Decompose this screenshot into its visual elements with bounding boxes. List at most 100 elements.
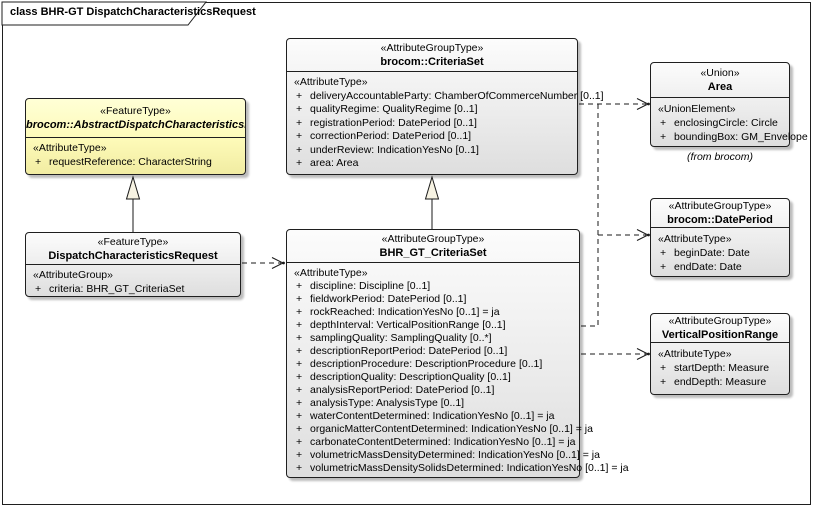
attribute-row: + organicMatterContentDetermined: Indicat… (294, 423, 593, 436)
class-box-brocom-criteriaset[interactable]: «AttributeGroupType» brocom::CriteriaSet… (286, 38, 604, 175)
class-name: Area (707, 81, 733, 93)
visibility-marker: + (296, 306, 303, 318)
section-label: «AttributeGroup» (33, 269, 113, 281)
section-label: «AttributeType» (658, 348, 732, 360)
attribute-text: fieldworkPeriod: DatePeriod [0..1] (310, 293, 467, 305)
visibility-marker: + (296, 410, 303, 422)
attribute-compartment: «UnionElement» +enclosingCircle: Circle … (651, 98, 808, 144)
stereotype-label: «AttributeGroupType» (380, 42, 484, 54)
attribute-text: qualityRegime: QualityRegime [0..1] (310, 103, 478, 115)
stereotype-label: «AttributeGroupType» (668, 200, 772, 212)
attribute-row: +criteria: BHR_GT_CriteriaSet (33, 282, 237, 296)
attribute-row: +depthInterval: VerticalPositionRange [0… (294, 319, 576, 332)
visibility-marker: + (296, 130, 303, 142)
attribute-text: waterContentDetermined: IndicationYesNo … (310, 410, 555, 422)
attribute-row: +rockReached: IndicationYesNo [0..1] = j… (294, 306, 576, 319)
stereotype-label: «FeatureType» (97, 235, 169, 248)
section-label: «AttributeType» (294, 76, 368, 88)
stereotype-label: «AttributeGroupType» (381, 233, 485, 245)
section-label: «AttributeType» (33, 142, 107, 154)
visibility-marker: + (296, 345, 303, 357)
class-name: brocom::DatePeriod (667, 214, 773, 226)
attribute-row: +underReview: IndicationYesNo [0..1] (294, 144, 574, 158)
attribute-compartment: «AttributeGroup» +criteria: BHR_GT_Crite… (26, 265, 240, 296)
attribute-row: + descriptionQuality: DescriptionQuality … (294, 371, 576, 384)
visibility-marker: + (296, 143, 303, 156)
visibility-marker: + (296, 293, 303, 305)
class-box-bhr-gt-criteriaset[interactable]: «AttributeGroupType» BHR_GT_CriteriaSet … (286, 229, 629, 478)
class-box-abstract-dispatch-characteristics-request[interactable]: «FeatureType» brocom::AbstractDispatchCh… (25, 98, 246, 175)
attribute-text: organicMatterContentDetermined: Indicati… (310, 423, 593, 435)
class-name: brocom::CriteriaSet (380, 56, 484, 68)
attribute-row: + fieldworkPeriod: DatePeriod [0..1] (294, 293, 576, 306)
attribute-text: analysisReportPeriod: DatePeriod [0..1] (310, 384, 495, 396)
stereotype-label: «Union» (700, 67, 740, 79)
class-box-area[interactable]: «Union» Area «UnionElement» + enclosingCi… (650, 62, 808, 147)
attribute-text: descriptionReportPeriod: DatePeriod [0..… (310, 345, 508, 357)
visibility-marker: + (296, 103, 303, 115)
class-name: brocom::AbstractDispatchCharacteristicsR… (26, 119, 245, 131)
attribute-row: + descriptionProcedure: DescriptionProced… (294, 358, 576, 371)
visibility-marker: + (296, 332, 303, 344)
diagram-tab-label: class BHR-GT DispatchCharacteristicsRequ… (10, 6, 256, 18)
attribute-text: endDate: Date (674, 261, 742, 273)
attribute-compartment: «AttributeType» +requestReference: Chara… (26, 138, 245, 169)
attribute-text: enclosingCircle: Circle (674, 117, 778, 129)
attribute-text: endDepth: Measure (674, 376, 767, 388)
attribute-row: + descriptionReportPeriod: DatePeriod [0.… (294, 345, 576, 358)
attribute-text: descriptionQuality: DescriptionQuality [… (310, 371, 511, 383)
class-header: «AttributeGroupType» brocom::CriteriaSet (287, 39, 577, 72)
visibility-marker: + (660, 376, 667, 388)
origin-note: (from brocom) (687, 151, 753, 163)
class-name: VerticalPositionRange (661, 329, 779, 341)
attribute-row: +volumetricMassDensityDetermined: Indica… (294, 449, 600, 462)
attribute-text: carbonateContentDetermined: IndicationYe… (310, 436, 576, 448)
attribute-text: volumetricMassDensitySolidsDetermined: I… (310, 462, 629, 474)
visibility-marker: + (35, 283, 42, 295)
class-box-verticalpositionrange[interactable]: «AttributeGroupType» VerticalPositionRan… (650, 313, 790, 395)
attribute-text: volumetricMassDensityDetermined: Indicat… (310, 449, 600, 461)
attribute-row: +area: Area (294, 157, 574, 171)
attribute-text: descriptionProcedure: DescriptionProcedu… (310, 358, 543, 370)
attribute-compartment: «AttributeType» +startDepth: Measure +en… (651, 343, 789, 389)
class-header: «AttributeGroupType» VerticalPositionRan… (651, 314, 789, 343)
visibility-marker: + (296, 462, 303, 474)
attribute-row: + boundingBox: GM_Envelope (658, 130, 808, 144)
attribute-text: requestReference: CharacterString (49, 155, 212, 168)
attribute-compartment: «AttributeType» +discipline: Discipline … (287, 263, 629, 475)
class-header: «FeatureType» DispatchCharacteristicsReq… (26, 233, 240, 265)
stereotype-label: «AttributeGroupType» (668, 315, 772, 327)
section-label: «UnionElement» (658, 103, 736, 115)
attribute-row: + waterContentDetermined: IndicationYesNo… (294, 410, 576, 423)
attribute-row: + discipline: Discipline [0..1] (294, 280, 576, 293)
visibility-marker: + (296, 397, 303, 409)
attribute-text: correctionPeriod: DatePeriod [0..1] (310, 130, 472, 142)
section-label: «AttributeType» (658, 233, 732, 245)
stereotype-label: «FeatureType» (100, 105, 171, 117)
attribute-row: + samplingQuality: SamplingQuality [0..*] (294, 332, 576, 345)
visibility-marker: + (296, 436, 303, 448)
attribute-row: +beginDate: Date (658, 246, 786, 260)
attribute-row: + correctionPeriod: DatePeriod [0..1] (294, 130, 574, 144)
attribute-compartment: «AttributeType» +beginDate: Date +endDat… (651, 228, 789, 274)
attribute-text: samplingQuality: SamplingQuality [0..*] (310, 332, 492, 344)
class-header: «AttributeGroupType» brocom::DatePeriod (651, 199, 789, 228)
visibility-marker: + (296, 280, 303, 292)
visibility-marker: + (296, 358, 303, 370)
attribute-compartment: «AttributeType» +deliveryAccountablePart… (287, 72, 604, 171)
attribute-text: discipline: Discipline [0..1] (310, 280, 431, 292)
visibility-marker: + (296, 371, 303, 383)
class-box-dispatch-characteristics-request[interactable]: «FeatureType» DispatchCharacteristicsReq… (25, 232, 241, 297)
visibility-marker: + (660, 131, 667, 143)
class-box-brocom-dateperiod[interactable]: «AttributeGroupType» brocom::DatePeriod … (650, 198, 790, 277)
class-header: «AttributeGroupType» BHR_GT_CriteriaSet (287, 230, 579, 263)
visibility-marker: + (660, 117, 667, 129)
attribute-text: startDepth: Measure (674, 362, 770, 374)
visibility-marker: + (296, 423, 303, 435)
attribute-text: depthInterval: VerticalPositionRange [0.… (310, 319, 506, 331)
class-header: «Union» Area (651, 63, 789, 98)
class-header: «FeatureType» brocom::AbstractDispatchCh… (26, 99, 245, 138)
visibility-marker: + (296, 384, 303, 396)
attribute-row: + volumetricMassDensitySolidsDetermined: … (294, 462, 629, 475)
attribute-text: boundingBox: GM_Envelope (674, 131, 808, 143)
